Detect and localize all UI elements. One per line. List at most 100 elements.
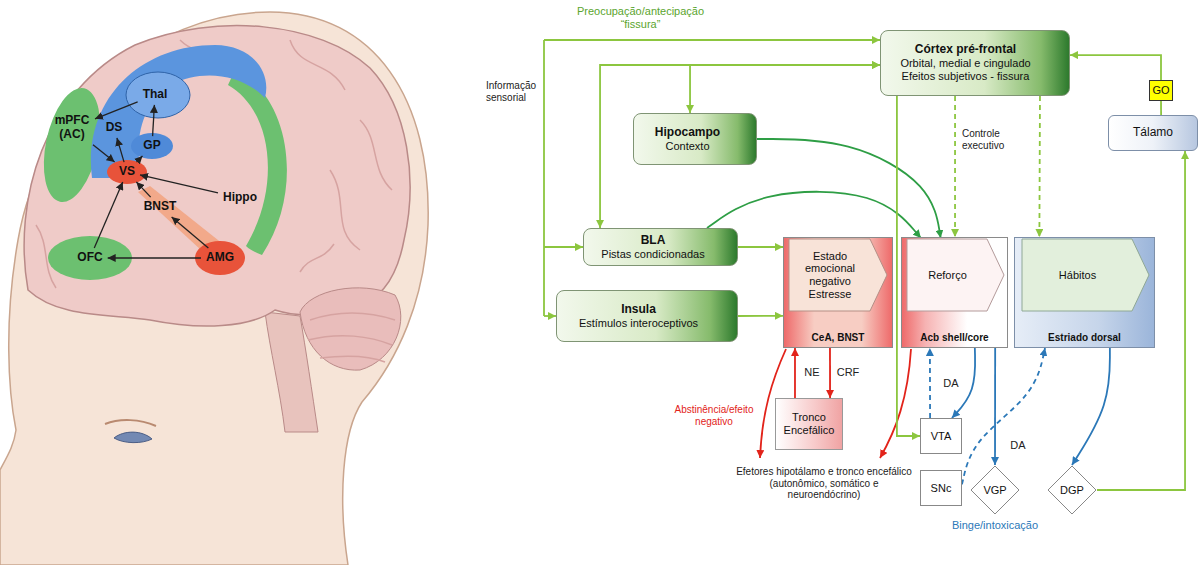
node-body: Pistas condicionadas [601,248,704,261]
connector [1070,55,1161,80]
connector [137,156,143,162]
node-title: Tálamo [1133,126,1173,140]
nucleus-box: VTA [920,418,962,454]
gyrus-line [300,244,334,272]
nucleus-box: SNc [920,470,962,506]
pathway-label: Controle executivo [962,128,1018,151]
node-title: mPFC (AC) [54,114,90,142]
node-title: DGP [1060,484,1084,497]
amygdala-region [195,241,245,275]
connector [757,139,941,238]
gyrus-line [360,120,392,190]
connector [738,315,783,317]
gyrus-line [290,40,345,90]
node-title: Acb shell/core [902,332,1007,344]
connector [794,348,796,398]
node-body: Efeitos subjetivos - fissura [902,70,1030,83]
stage-arrow: Hábitos [1021,238,1150,312]
connector [108,257,201,258]
brainstem-box: Tronco Encefálico [775,398,843,450]
cerebellum-fold [308,336,392,345]
node-title: DS [106,121,123,135]
region-label: OFC [75,251,104,265]
brain-folds [36,40,395,362]
connector [600,65,880,228]
cerebellum [300,288,401,370]
node-title: Estriado dorsal [1015,332,1154,344]
connector [95,102,138,119]
signal-label: CRF [836,366,861,379]
node-title: SNc [931,482,952,495]
connector [954,96,956,237]
hippocampus-region [228,70,287,255]
connector [829,348,831,398]
node-title: Insula [621,303,656,317]
connector [94,182,122,248]
output-lines [760,349,911,458]
eye [114,432,152,443]
arrow-outline [789,239,887,311]
brain-outline [24,26,410,326]
node-title: Reforço [928,269,967,282]
connector [929,348,931,418]
circuit-stage-box: Estriado dorsal Hábitos [1014,237,1155,348]
diamond-outline [971,466,1019,514]
head-illustration [0,12,428,565]
region-label: Hippo [221,191,259,205]
node-title: GP [143,139,160,153]
input-line [544,39,880,41]
brain-region-box: Córtex pré-frontalOrbital, medial e cing… [880,30,1070,96]
pallidum-region [131,133,173,159]
node-title: OFC [77,251,102,265]
connector [140,175,218,193]
region-label: BNST [142,200,179,214]
brain-region-box: HipocampoContexto [633,113,757,165]
input-line [544,246,583,248]
node-title: VTA [931,430,952,443]
node-title: Tronco Encefálico [781,411,837,436]
connector [738,246,783,248]
circuit-stage-box: CeA, BNSTEstado emocional negativo Estre… [783,237,893,348]
circuit-stage-box: Acb shell/core Reforço [901,237,1008,348]
node-title: Thal [143,88,168,102]
connector [153,105,155,136]
connector-group [93,55,1185,490]
stage-arrow: Reforço [906,238,1005,312]
node-title: VGP [983,484,1006,497]
input-label: Informação sensorial [486,80,538,103]
node-title: Estado emocional negativo Estresse [792,250,868,301]
brain-region-box: Tálamo [1108,115,1198,151]
arrow-outline [1022,239,1149,311]
cerebellum-fold [310,313,395,320]
pallidum-diamond: DGP [1047,465,1097,515]
node-title: Hábitos [1059,269,1096,282]
pallidum-diamond: VGP [970,465,1020,515]
region-label: DS [104,121,125,135]
node-title: GO [1152,84,1169,97]
striatum-region [91,45,266,178]
signal-label: NE [803,366,820,379]
node-title: BLA [641,234,666,248]
connector [962,348,1045,484]
node-title: BNST [144,200,177,214]
node-title: Hipocampo [655,126,720,140]
node-body: Contexto [665,140,709,153]
connector [707,192,921,238]
region-label: VS [117,165,137,179]
node-title: AMG [206,251,234,265]
connector [117,138,124,162]
connector [690,65,880,113]
effector-label: Efetores hipotálamo e tronco encefálico … [735,466,913,501]
region-label: Thal [141,88,170,102]
gate-box: GO [1149,80,1173,101]
thalamus-region [126,72,190,118]
arrow-outline [907,239,1004,311]
region-label: GP [141,139,162,153]
connector [172,217,209,248]
ventral-striatum-region [107,160,147,184]
region-label: mPFC (AC) [52,114,92,142]
signal-label: DA [942,377,959,390]
connector [1038,96,1040,237]
node-title: Hippo [223,191,257,205]
